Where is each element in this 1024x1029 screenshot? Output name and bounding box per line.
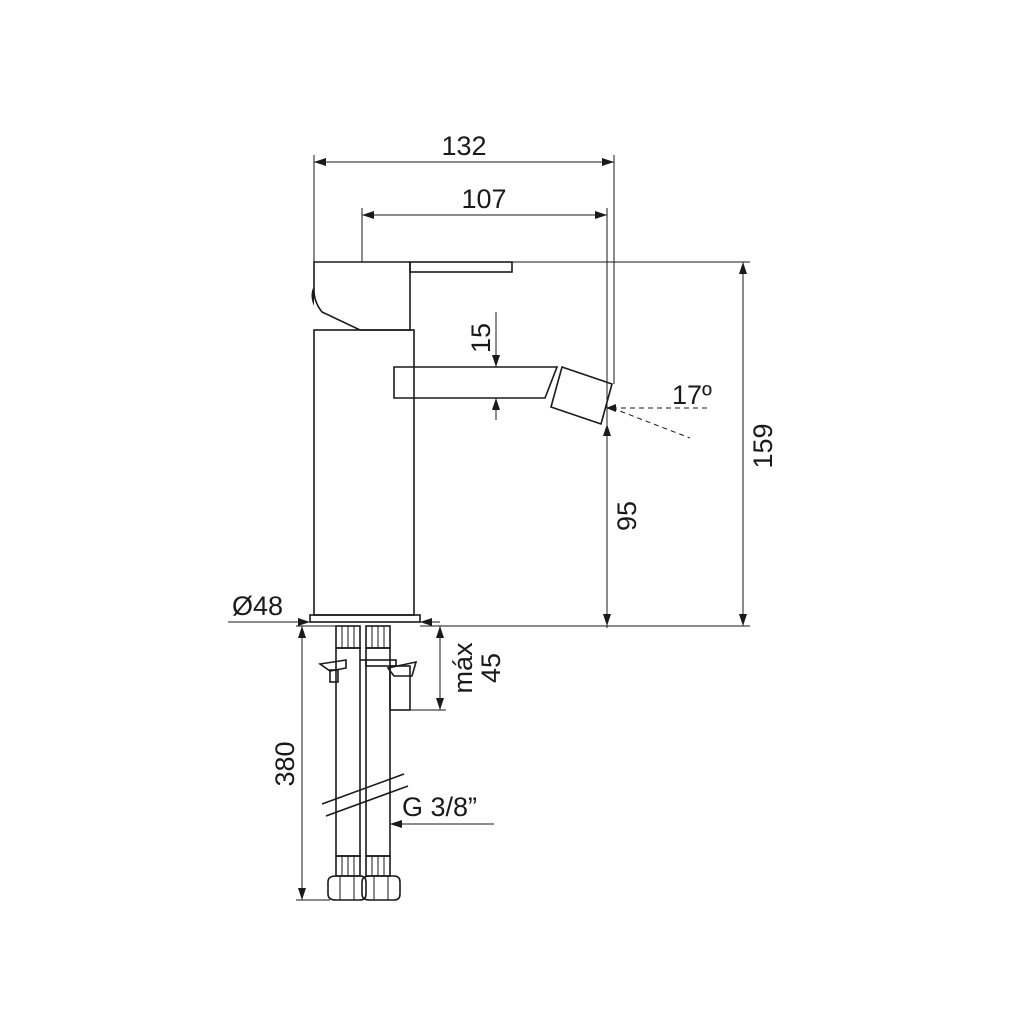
lever-handle	[311, 261, 513, 331]
dim-hose-length	[296, 625, 336, 901]
label-spout-height: 95	[612, 501, 642, 531]
label-total-width: 132	[441, 131, 486, 161]
label-spout-thickness: 15	[466, 323, 496, 353]
dim-total-width	[313, 155, 615, 384]
label-max: máx	[448, 642, 478, 694]
label-hose-length: 380	[270, 741, 300, 786]
dim-height	[420, 261, 750, 627]
dim-base-diameter	[228, 618, 440, 626]
label-base-diameter: Ø48	[232, 591, 283, 621]
label-lever-width: 107	[461, 184, 506, 214]
dim-lever-width	[361, 208, 608, 628]
label-angle: 17º	[672, 380, 712, 410]
hose-connectors	[317, 625, 418, 901]
dim-max-thickness	[396, 626, 446, 711]
label-height: 159	[748, 423, 778, 468]
thread-leader	[390, 820, 494, 828]
label-max-value: 45	[476, 653, 506, 683]
faucet-body	[309, 329, 421, 623]
label-thread: G 3/8”	[402, 792, 477, 822]
dim-spout-thickness	[492, 312, 500, 420]
spout	[393, 365, 613, 426]
dim-spout-height	[603, 424, 611, 626]
spray-angle-indicator	[606, 404, 710, 439]
